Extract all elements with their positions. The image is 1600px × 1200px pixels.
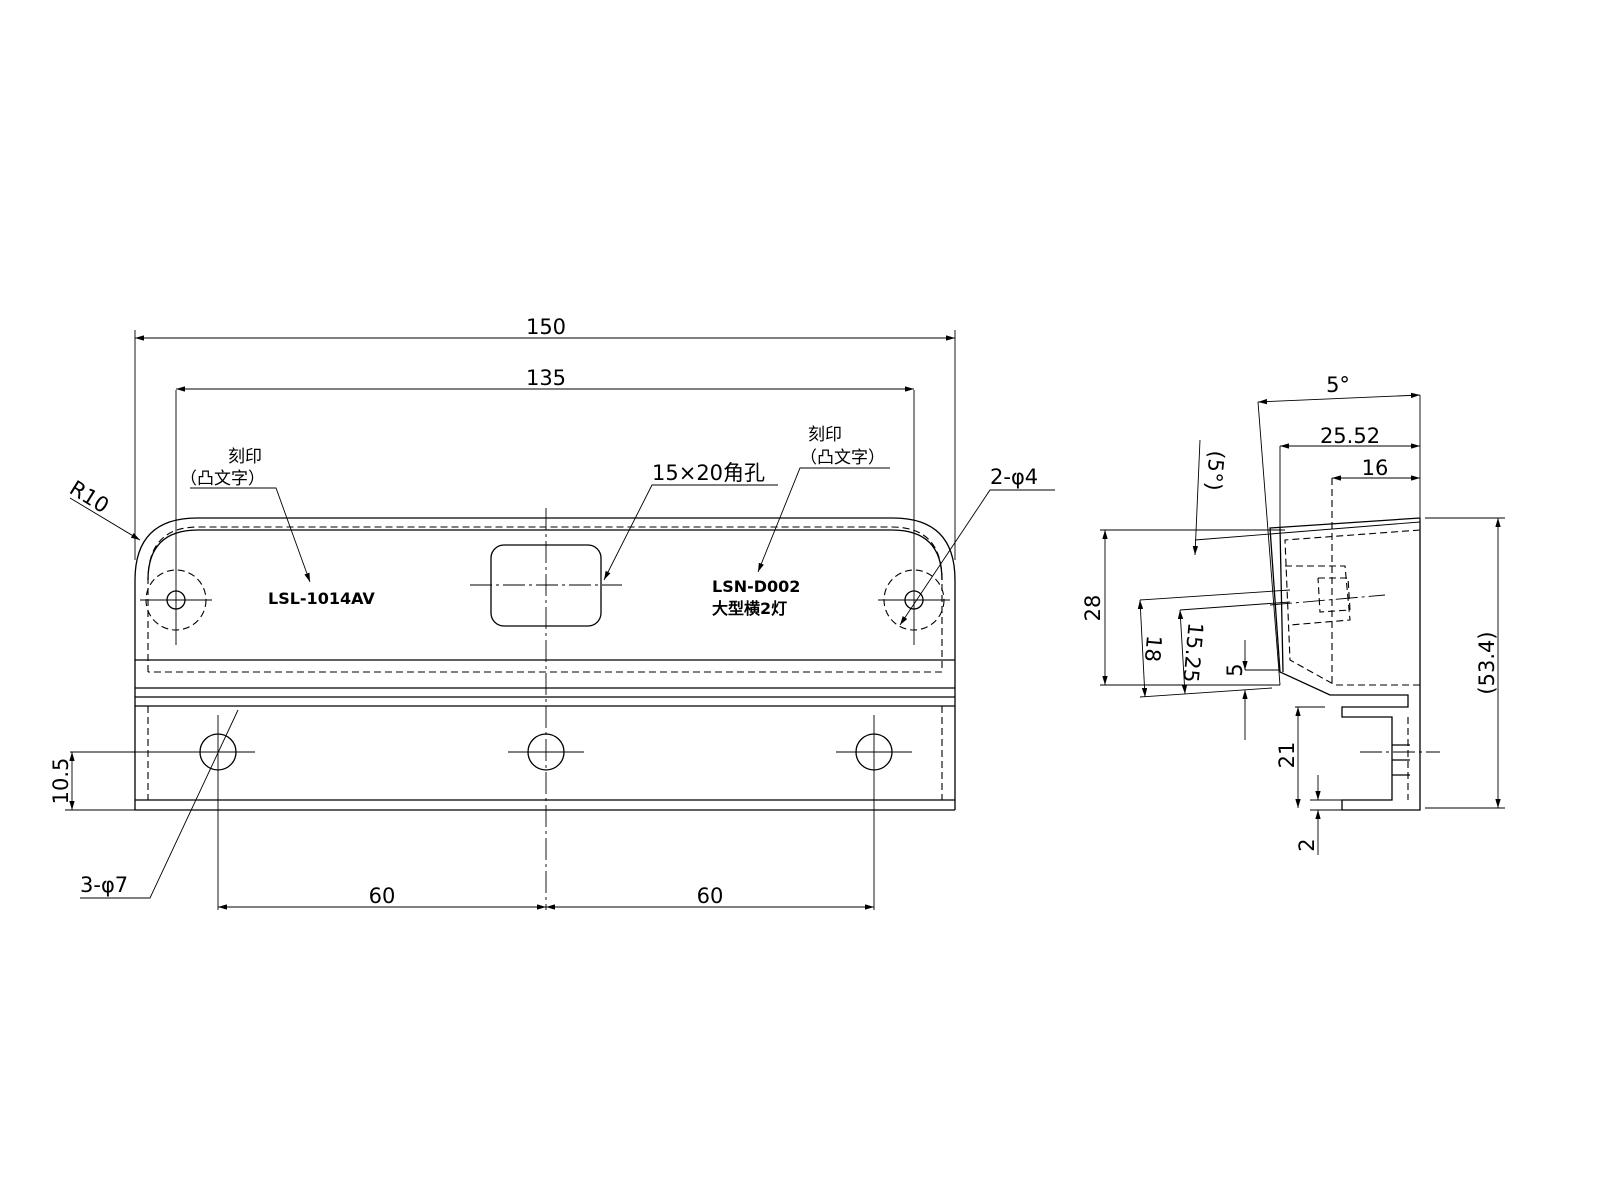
stamp-right-title: 刻印 — [808, 425, 842, 445]
dim-overall-width: 150 — [526, 315, 566, 339]
dim-hole-pitch: 135 — [526, 366, 566, 390]
dim-overall-height: (53.4) — [1475, 631, 1499, 694]
stamp-right-text-2: 大型横2灯 — [712, 599, 787, 618]
callout-small-holes: 2-φ4 — [990, 465, 1038, 489]
stamp-left-text: LSL-1014AV — [268, 589, 375, 608]
front-view: LSL-1014AV LSN-D002 大型横2灯 150 135 60 60 … — [49, 315, 1055, 910]
small-hole-right — [878, 390, 950, 645]
callout-square-hole: 15×20角孔 — [652, 461, 765, 485]
dim-radius: R10 — [65, 476, 113, 518]
stamp-right-sub: （凸文字） — [800, 448, 885, 468]
dim-gap-5: 5 — [1223, 663, 1247, 676]
plate-outline — [134, 517, 956, 660]
dim-depth-inner: 16 — [1362, 456, 1389, 480]
large-hole — [836, 715, 912, 910]
dim-height-28: 28 — [1081, 595, 1105, 622]
dim-depth-outer: 25.52 — [1320, 424, 1380, 448]
dim-height-18: 18 — [1140, 634, 1166, 663]
dim-pitch-right: 60 — [697, 884, 724, 908]
large-hole — [508, 733, 584, 771]
dim-thickness-2: 2 — [1295, 838, 1319, 851]
stamp-right-text-1: LSN-D002 — [712, 577, 800, 596]
dim-height-21: 21 — [1275, 742, 1299, 769]
callout-large-holes: 3-φ7 — [80, 873, 128, 897]
stamp-left-sub: （凸文字） — [180, 469, 265, 489]
dim-angle-ref: (5°) — [1201, 450, 1228, 492]
dim-height-offset: 10.5 — [49, 758, 73, 805]
small-hole-left — [140, 390, 212, 645]
stamp-left-title: 刻印 — [228, 447, 262, 467]
centerline — [1269, 594, 1386, 606]
side-view: 5° 25.52 16 (5°) 28 18 15.25 5 21 2 (53.… — [1081, 373, 1505, 855]
dim-pitch-left: 60 — [369, 884, 396, 908]
bracket-profile — [1269, 517, 1421, 811]
dim-angle: 5° — [1326, 373, 1350, 397]
large-hole — [70, 715, 255, 910]
dim-height-15-25: 15.25 — [1178, 622, 1207, 684]
plate-inner-edge — [147, 529, 943, 581]
